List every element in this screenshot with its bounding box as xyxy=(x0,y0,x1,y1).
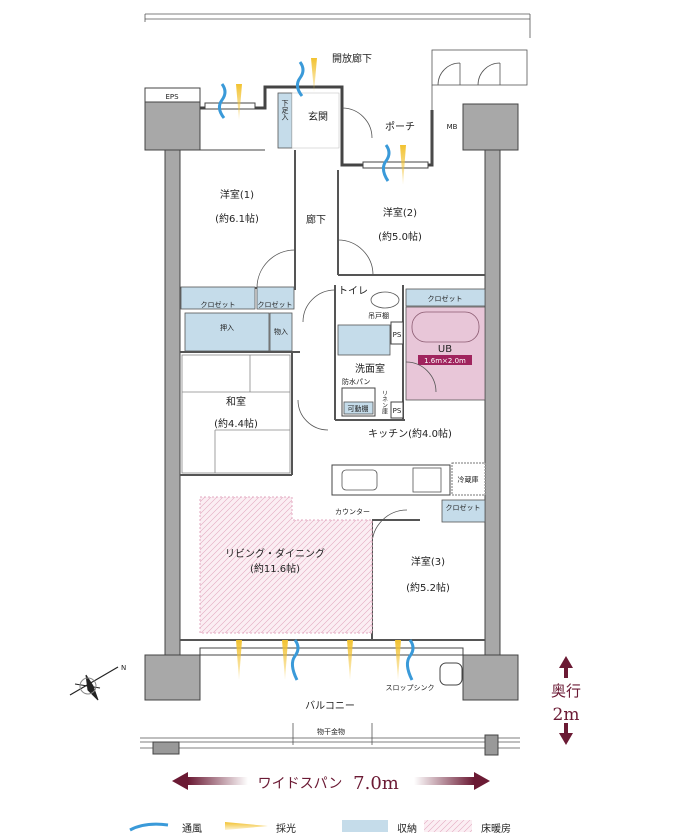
unit-bath xyxy=(405,306,486,401)
toilet-icon xyxy=(370,291,400,309)
stove-icon xyxy=(412,467,442,493)
label-room2: 洋室(2) xyxy=(383,206,417,219)
label-eps: EPS xyxy=(165,93,179,101)
svg-text:ワイドスパン: ワイドスパン xyxy=(258,776,343,792)
label-porch: ポーチ xyxy=(385,121,415,133)
label-counter: カウンター xyxy=(335,507,370,516)
compass-icon: N xyxy=(69,664,126,701)
label-shoe: 下足入 xyxy=(281,100,289,121)
label-ub: UB xyxy=(438,344,452,355)
column-bottom-left xyxy=(144,654,201,701)
label-entrance: 玄関 xyxy=(308,110,328,123)
label-toilet: トイレ xyxy=(338,286,368,297)
legend-wind: 通風 xyxy=(182,823,202,835)
svg-text:物入: 物入 xyxy=(274,327,288,336)
label-room1: 洋室(1) xyxy=(220,188,254,201)
balcony-window xyxy=(199,647,464,656)
door-bath[interactable] xyxy=(405,361,437,393)
door-room1[interactable] xyxy=(256,249,296,289)
svg-text:押入: 押入 xyxy=(220,323,234,332)
svg-text:PS: PS xyxy=(393,407,402,415)
label-toilet-shelf: 吊戸棚 xyxy=(368,311,389,320)
label-living: リビング・ダイニング xyxy=(225,547,325,560)
slop-sink-icon xyxy=(439,662,463,686)
light-icon xyxy=(225,822,268,830)
label-room1-size: (約6.1帖) xyxy=(215,212,259,225)
wall-right xyxy=(484,149,501,656)
balcony-rail xyxy=(140,723,520,749)
closet-room1: クロゼット xyxy=(180,286,256,310)
floor-heating-area xyxy=(199,496,373,634)
label-slop-sink: スロップシンク xyxy=(386,684,435,692)
wind-icon xyxy=(129,822,169,832)
label-room3: 洋室(3) xyxy=(411,555,445,568)
label-hallway: 廊下 xyxy=(306,213,326,226)
svg-text:クロゼット: クロゼット xyxy=(446,503,481,512)
bathtub-icon xyxy=(411,311,480,343)
wall-left xyxy=(164,149,181,656)
window-room1 xyxy=(204,102,256,110)
balcony-post-left xyxy=(152,741,180,755)
legend-light: 採光 xyxy=(276,822,296,835)
svg-text:2m: 2m xyxy=(553,705,580,725)
svg-text:7.0m: 7.0m xyxy=(353,773,399,794)
wind-light-icons xyxy=(217,58,415,681)
tatami xyxy=(181,354,291,474)
door-room3[interactable] xyxy=(371,509,408,546)
label-waterpan: 防水パン xyxy=(342,377,370,386)
movable-shelf xyxy=(343,401,374,415)
label-fridge: 冷蔵庫 xyxy=(458,475,479,484)
corridor-rail xyxy=(144,13,531,38)
label-kitchen: キッチン(約4.0帖) xyxy=(368,427,452,440)
window-room2 xyxy=(362,161,429,169)
label-room3-size: (約5.2帖) xyxy=(406,581,450,594)
balcony-post-right xyxy=(484,734,499,756)
width-arrow: ワイドスパン 7.0m xyxy=(172,772,490,794)
closet-room2: クロゼット xyxy=(405,288,486,307)
entrance-floor xyxy=(291,92,340,149)
column-top-right xyxy=(462,103,519,151)
kitchen-counter xyxy=(331,464,451,496)
closet-room1-small: クロゼット xyxy=(256,286,295,310)
storage-swatch xyxy=(342,820,388,832)
ps-1 xyxy=(390,321,404,345)
legend: 通風 採光 収納 床暖房 xyxy=(129,820,511,835)
sink-icon xyxy=(341,469,378,491)
oshiire: 押入 xyxy=(184,312,270,352)
label-linen: リネン庫 xyxy=(381,390,388,415)
vanity xyxy=(337,324,391,356)
svg-text:クロゼット: クロゼット xyxy=(428,294,463,303)
depth-arrow: 奥行 2m xyxy=(551,656,581,745)
column-bottom-right xyxy=(462,654,519,701)
svg-text:クロゼット: クロゼット xyxy=(258,300,293,309)
ps-2 xyxy=(390,401,404,419)
floor-heating-swatch xyxy=(424,820,472,832)
label-washroom: 洗面室 xyxy=(355,362,385,375)
legend-storage: 収納 xyxy=(397,822,417,835)
svg-text:奥行: 奥行 xyxy=(551,682,581,700)
label-room2-size: (約5.0帖) xyxy=(378,230,422,243)
label-balcony: バルコニー xyxy=(305,700,355,712)
svg-text:可動棚: 可動棚 xyxy=(348,404,369,413)
svg-text:N: N xyxy=(121,664,126,672)
label-ub-size: 1.6m×2.0m xyxy=(424,357,466,365)
svg-text:クロゼット: クロゼット xyxy=(201,300,236,309)
svg-text:PS: PS xyxy=(393,331,402,339)
label-mb: MB xyxy=(447,123,458,131)
door-room2[interactable] xyxy=(337,239,374,276)
label-washitsu: 和室 xyxy=(226,395,246,408)
label-washitsu-size: (約4.4帖) xyxy=(214,417,258,430)
monoire: 物入 xyxy=(269,312,293,352)
entrance-door[interactable] xyxy=(341,107,373,139)
legend-floor-heating: 床暖房 xyxy=(481,822,511,835)
closet-room3 xyxy=(441,499,486,523)
door-toilet[interactable] xyxy=(302,289,336,323)
column-top-left xyxy=(144,101,201,151)
label-living-size: (約11.6帖) xyxy=(250,562,300,575)
fridge-space xyxy=(451,462,486,496)
door-washroom[interactable] xyxy=(297,399,329,431)
mb-doors xyxy=(431,49,528,86)
label-corridor: 開放廊下 xyxy=(332,52,372,65)
label-drying-rack: 物干金物 xyxy=(317,727,345,736)
